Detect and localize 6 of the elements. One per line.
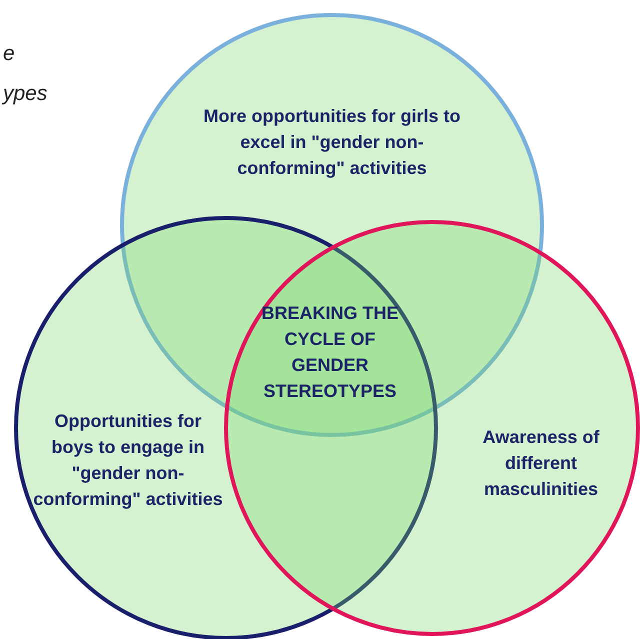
circle-label: Awareness of different masculinities [482,426,600,501]
cut-off-text: e [3,42,16,66]
circle-label: Opportunities for boys to engage in "gender non-conforming" activities [33,410,223,511]
center-title: BREAKING THE CYCLE OF GENDER STEREOTYPES [260,302,400,403]
cut-off-text: ypes [3,82,48,106]
circle-label: More opportunities for girls to excel in "gender non-conforming" activities [202,105,462,180]
